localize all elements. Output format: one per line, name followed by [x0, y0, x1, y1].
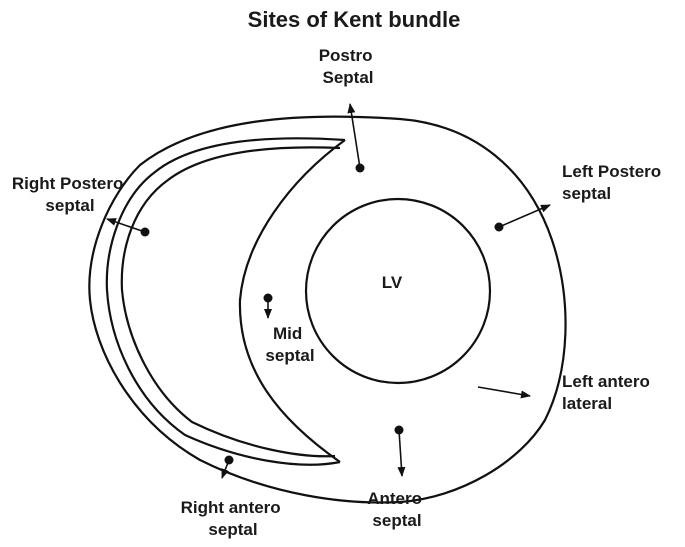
postro-septal-line-1: Postro: [319, 46, 373, 65]
left-antero-lateral-line-2: lateral: [562, 394, 612, 413]
right-antero-septal-line-2: septal: [208, 520, 257, 539]
left-postero-septal-line-2: septal: [562, 184, 611, 203]
diagram-title: Sites of Kent bundle: [248, 7, 461, 32]
left-postero-septal-line-1: Left Postero: [562, 162, 661, 181]
right-antero-septal-arrow: [221, 459, 230, 479]
left-postero-septal-arrow: [498, 204, 551, 228]
right-ventricle-band-outer: [105, 137, 346, 466]
lv-label: LV: [382, 273, 403, 292]
right-postero-septal-arrow: [106, 218, 146, 233]
antero-septal-label: Antero septal: [367, 489, 427, 530]
antero-septal-line-2: septal: [372, 511, 421, 530]
mid-septal-line-1: Mid: [273, 324, 302, 343]
right-antero-septal-line-1: Right antero: [181, 498, 281, 517]
right-postero-septal-line-1: Right Postero: [12, 174, 123, 193]
septal-crescent: [238, 139, 346, 463]
mid-septal-line-2: septal: [265, 346, 314, 365]
left-antero-lateral-label: Left antero lateral: [562, 372, 655, 413]
right-ventricle-band-inner: [120, 146, 341, 458]
right-antero-septal-label: Right antero septal: [181, 498, 286, 539]
right-postero-septal-label: Right Postero septal: [12, 174, 128, 215]
right-postero-septal-line-2: septal: [45, 196, 94, 215]
postro-septal-line-2: Septal: [322, 68, 373, 87]
antero-septal-line-1: Antero: [367, 489, 422, 508]
outer-heart-outline: [88, 115, 567, 504]
lv-cavity-circle: [304, 197, 492, 385]
left-antero-lateral-arrow: [477, 386, 531, 399]
postro-septal-label: Postro Septal: [319, 46, 378, 87]
antero-septal-arrow: [397, 429, 406, 477]
postro-septal-arrow: [347, 103, 361, 169]
left-antero-lateral-line-1: Left antero: [562, 372, 650, 391]
left-postero-septal-label: Left Postero septal: [562, 162, 666, 203]
mid-septal-label: Mid septal: [265, 324, 314, 365]
